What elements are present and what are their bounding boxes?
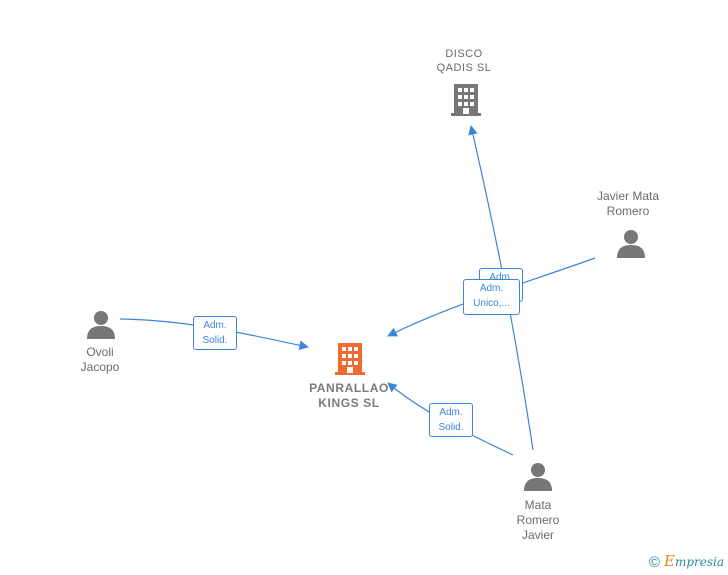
edge-label-javier-role[interactable]: Adm. Unico,...: [463, 279, 520, 315]
edge-label-ovoli-role[interactable]: Adm. Solid.: [193, 316, 237, 350]
copyright-icon: ©: [648, 554, 660, 571]
node-label-ovoli-jacopo[interactable]: Ovoli Jacopo: [80, 345, 120, 374]
empresia-brand[interactable]: ©Empresia: [649, 552, 724, 571]
edge-label-mata-to-panrallao-role[interactable]: Adm. Solid.: [429, 403, 473, 437]
node-label-mata-romero-javier[interactable]: Mata Romero Javier: [516, 498, 560, 542]
node-label-javier-mata-romero[interactable]: Javier Mata Romero: [596, 189, 660, 218]
brand-name: mpresia: [674, 555, 724, 569]
person-icon[interactable]: [87, 311, 115, 339]
building-icon[interactable]: [335, 343, 365, 375]
node-label-panrallao-kings[interactable]: PANRALLAO KINGS SL: [309, 381, 389, 410]
person-icon[interactable]: [524, 463, 552, 491]
brand-initial: E: [663, 552, 675, 570]
person-icon[interactable]: [617, 230, 645, 258]
node-label-disco-qadis[interactable]: DISCO QADIS SL: [436, 48, 492, 74]
building-icon[interactable]: [451, 84, 481, 116]
